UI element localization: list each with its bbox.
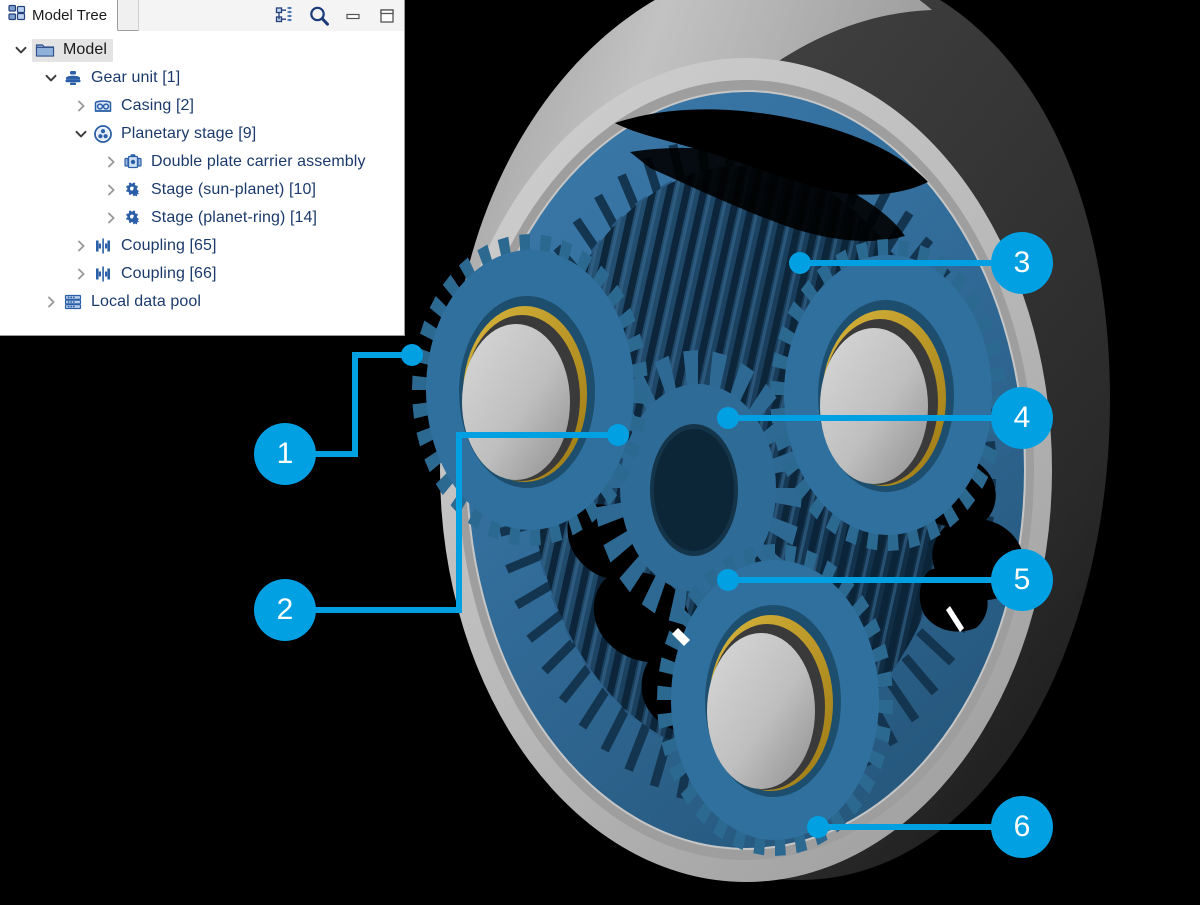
callout-number: 5 (1013, 563, 1031, 596)
model-tree-panel[interactable]: Model Tree (0, 0, 405, 336)
chevron-down-icon[interactable] (70, 127, 92, 141)
tab-label: Model Tree (32, 6, 108, 24)
model-tree-list[interactable]: Model Gear unit [1] Casing [2] (0, 31, 404, 335)
minimize-icon[interactable] (342, 5, 364, 27)
planet-gear-bottom (657, 544, 893, 856)
casing-icon (92, 96, 114, 116)
chevron-right-icon[interactable] (100, 183, 122, 197)
callout-badge-6[interactable]: 6 (991, 796, 1053, 858)
callout-number: 3 (1013, 246, 1031, 279)
stage-icon (122, 208, 144, 228)
tree-node-content[interactable]: Coupling [66] (92, 264, 217, 284)
tree-node-label: Model (63, 40, 108, 58)
tree-node-stage-planet-ring-14[interactable]: Stage (planet-ring) [14] (0, 204, 404, 232)
callout-badge-3[interactable]: 3 (991, 232, 1053, 294)
tree-node-label: Gear unit [1] (91, 69, 181, 86)
panel-tabstrip: Model Tree (0, 0, 404, 31)
model-tree-icon (8, 4, 26, 27)
tree-node-label: Stage (sun-planet) [10] (151, 181, 317, 198)
callout-number: 2 (276, 593, 294, 626)
tree-node-label: Coupling [66] (121, 265, 217, 282)
tree-node-label: Local data pool (91, 293, 202, 310)
tree-node-label: Planetary stage [9] (121, 125, 257, 142)
tree-node-content[interactable]: Model (32, 38, 114, 62)
folder-icon (34, 40, 56, 60)
tree-filter-icon[interactable] (274, 5, 296, 27)
tree-node-content[interactable]: Local data pool (62, 292, 201, 312)
tree-node-content[interactable]: Stage (sun-planet) [10] (122, 180, 316, 200)
callout-badge-1[interactable]: 1 (254, 423, 316, 485)
tree-node-content[interactable]: Planetary stage [9] (92, 124, 256, 144)
chevron-right-icon[interactable] (70, 99, 92, 113)
tree-node-label: Coupling [65] (121, 237, 217, 254)
callout-number: 1 (276, 437, 294, 470)
tree-node-gear-unit-1[interactable]: Gear unit [1] (0, 64, 404, 92)
chevron-right-icon[interactable] (70, 267, 92, 281)
tree-node-double-plate-carrier-assembly[interactable]: Double plate carrier assembly (0, 148, 404, 176)
coupling-icon (92, 236, 114, 256)
tree-node-local-data-pool[interactable]: Local data pool (0, 288, 404, 316)
chevron-right-icon[interactable] (70, 239, 92, 253)
chevron-right-icon[interactable] (100, 211, 122, 225)
tree-node-content[interactable]: Coupling [65] (92, 236, 217, 256)
coupling-icon (92, 264, 114, 284)
stage-icon (122, 180, 144, 200)
tree-node-casing-2[interactable]: Casing [2] (0, 92, 404, 120)
tree-node-label: Casing [2] (121, 97, 195, 114)
panel-toolbar (274, 0, 398, 31)
specular-highlights (672, 606, 964, 646)
tree-node-content[interactable]: Gear unit [1] (62, 68, 180, 88)
planetary-stage-icon (92, 124, 114, 144)
tree-node-coupling-65[interactable]: Coupling [65] (0, 232, 404, 260)
callout-number: 4 (1013, 401, 1031, 434)
tree-node-label: Double plate carrier assembly (151, 153, 366, 170)
tree-node-label: Stage (planet-ring) [14] (151, 209, 318, 226)
callout-badge-2[interactable]: 2 (254, 579, 316, 641)
data-pool-icon (62, 292, 84, 312)
chevron-right-icon[interactable] (40, 295, 62, 309)
tabstrip-empty-area (138, 0, 404, 31)
chevron-down-icon[interactable] (40, 71, 62, 85)
callout-number: 6 (1013, 810, 1031, 843)
gear-unit-icon (62, 68, 84, 88)
search-icon[interactable] (308, 5, 330, 27)
callout-badge-5[interactable]: 5 (991, 549, 1053, 611)
chevron-down-icon[interactable] (10, 43, 32, 57)
callout-badge-4[interactable]: 4 (991, 387, 1053, 449)
tree-node-model[interactable]: Model (0, 36, 404, 64)
tree-node-content[interactable]: Casing [2] (92, 96, 194, 116)
tree-node-content[interactable]: Double plate carrier assembly (122, 152, 366, 172)
carrier-icon (122, 152, 144, 172)
tree-node-coupling-66[interactable]: Coupling [66] (0, 260, 404, 288)
planet-gear-upper-right (770, 239, 1006, 551)
maximize-icon[interactable] (376, 5, 398, 27)
chevron-right-icon[interactable] (100, 155, 122, 169)
tree-node-stage-sun-planet-10[interactable]: Stage (sun-planet) [10] (0, 176, 404, 204)
tab-model-tree[interactable]: Model Tree (0, 0, 119, 31)
tree-node-planetary-stage-9[interactable]: Planetary stage [9] (0, 120, 404, 148)
tree-node-content[interactable]: Stage (planet-ring) [14] (122, 208, 317, 228)
